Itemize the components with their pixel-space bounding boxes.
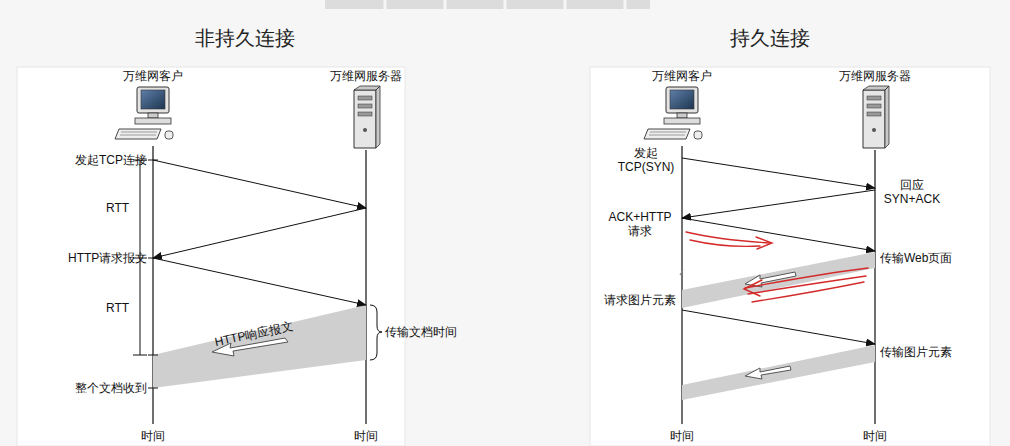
step-label: HTTP请求报文 — [68, 251, 147, 265]
host-label: 万维网客户 — [652, 69, 712, 83]
host-label: 万维网服务器 — [330, 69, 402, 83]
step-label: ACK+HTTP 请求 — [606, 210, 674, 238]
host-label: 万维网客户 — [123, 69, 183, 83]
client-host: 万维网客户 — [652, 69, 712, 83]
duration-label: 传输文档时间 — [385, 325, 457, 339]
step-label: 请求图片元素 — [604, 293, 676, 307]
client-host: 万维网客户 — [123, 69, 183, 83]
step-label: 发起 TCP(SYN) — [615, 146, 677, 174]
axis-label: 时间 — [141, 429, 165, 443]
host-label: 万维网服务器 — [839, 69, 911, 83]
panel-title: 非持久连接 — [195, 26, 295, 50]
step-label: 发起TCP连接 — [75, 153, 147, 167]
server-host: 万维网服务器 — [839, 69, 911, 83]
step-label: 传输图片元素 — [880, 345, 952, 359]
server-host: 万维网服务器 — [330, 69, 402, 83]
step-label: 整个文档收到 — [75, 381, 147, 395]
step-label: 回应 SYN+ACK — [881, 178, 943, 206]
axis-label: 时间 — [670, 429, 694, 443]
rtt-label: RTT — [106, 201, 129, 215]
axis-label: 时间 — [863, 429, 887, 443]
step-label: 传输Web页面 — [880, 251, 952, 265]
axis-label: 时间 — [354, 429, 378, 443]
rtt-label: RTT — [106, 301, 129, 315]
panel-title: 持久连接 — [730, 26, 810, 50]
